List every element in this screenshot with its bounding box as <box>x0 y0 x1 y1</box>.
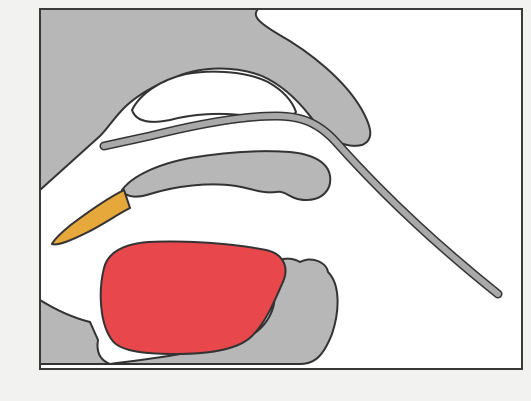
anatomy-diagram <box>0 0 531 401</box>
diagram-frame <box>0 0 531 401</box>
